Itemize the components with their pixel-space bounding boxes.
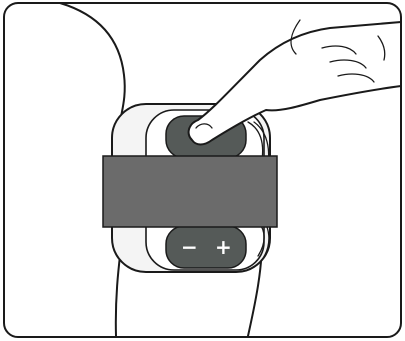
plus-button-label[interactable]: + xyxy=(215,237,232,257)
lower-button-pad[interactable] xyxy=(166,226,246,268)
minus-button-label[interactable]: − xyxy=(181,237,198,257)
armband-icon xyxy=(103,156,277,227)
